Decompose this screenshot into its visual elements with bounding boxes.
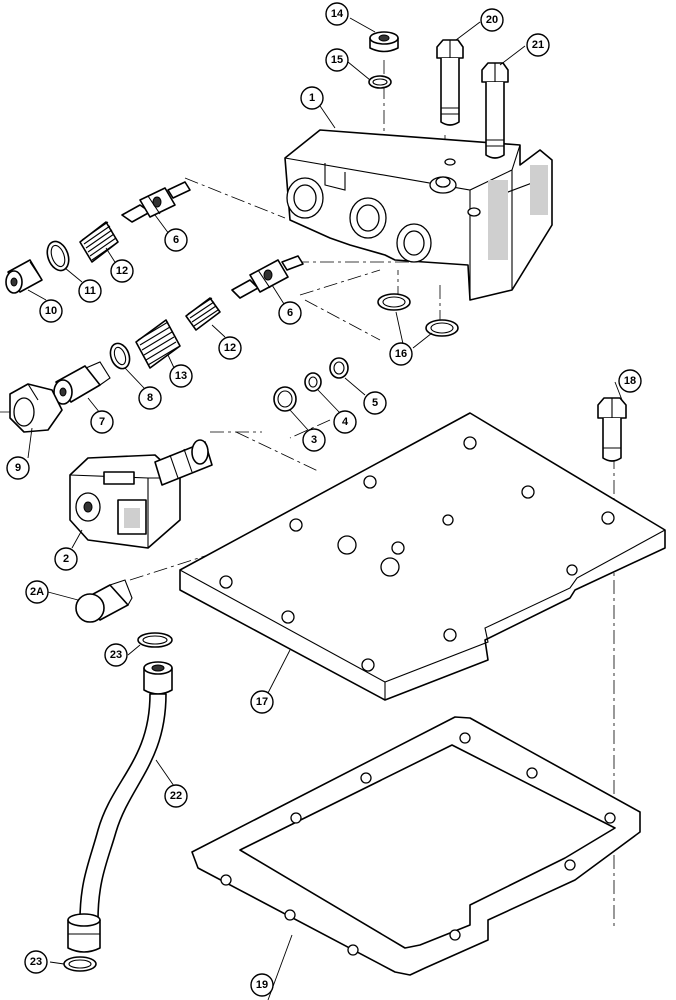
svg-text:4: 4 (342, 416, 349, 428)
svg-text:3: 3 (311, 434, 317, 446)
callout-9: 9 (6, 456, 30, 480)
svg-text:1: 1 (309, 92, 315, 104)
svg-text:6: 6 (173, 234, 179, 246)
callout-8: 8 (138, 386, 162, 410)
callout-23-lower: 23 (24, 950, 48, 974)
gasket-19 (191, 716, 641, 976)
solenoid-2 (69, 439, 213, 549)
callout-6-lower: 6 (278, 301, 302, 325)
plug-14 (369, 31, 399, 53)
svg-text:8: 8 (147, 392, 153, 404)
bolt-21 (481, 62, 509, 159)
callout-5: 5 (363, 391, 387, 415)
ring-4 (304, 372, 322, 392)
bolt-18 (597, 397, 627, 462)
spring-13 (135, 319, 181, 369)
callout-20: 20 (480, 8, 504, 32)
svg-text:23: 23 (110, 649, 122, 661)
svg-text:2: 2 (63, 553, 69, 565)
svg-text:22: 22 (170, 790, 182, 802)
plug-10 (5, 259, 43, 294)
check-valve-6-lower (231, 255, 304, 299)
callout-18: 18 (618, 369, 642, 393)
callout-6-upper: 6 (164, 228, 188, 252)
o-ring-23-lower (63, 956, 97, 972)
check-valve-6-upper (121, 181, 191, 223)
svg-text:6: 6 (287, 307, 293, 319)
callout-1: 1 (300, 86, 324, 110)
callout-2A: 2A (25, 580, 49, 604)
svg-text:12: 12 (224, 342, 236, 354)
leader-lines (27, 17, 623, 1000)
callout-4: 4 (333, 410, 357, 434)
callout-16: 16 (389, 342, 413, 366)
ring-3 (273, 386, 297, 412)
callout-13: 13 (169, 364, 193, 388)
svg-text:7: 7 (99, 416, 105, 428)
callout-11: 11 (78, 279, 102, 303)
ring-5 (329, 357, 349, 379)
callout-12-lower: 12 (218, 336, 242, 360)
callout-14: 14 (325, 2, 349, 26)
svg-text:12: 12 (116, 265, 128, 277)
svg-text:5: 5 (372, 397, 378, 409)
svg-text:9: 9 (15, 462, 21, 474)
svg-text:19: 19 (256, 979, 268, 991)
spring-12-upper (79, 221, 119, 263)
svg-text:16: 16 (395, 348, 407, 360)
callout-3: 3 (302, 428, 326, 452)
spring-12-lower (185, 297, 221, 331)
svg-text:20: 20 (486, 14, 498, 26)
svg-text:10: 10 (45, 305, 57, 317)
svg-text:2A: 2A (30, 586, 44, 598)
svg-text:13: 13 (175, 370, 187, 382)
svg-text:21: 21 (532, 39, 544, 51)
o-ring-23-upper (137, 632, 173, 648)
callout-7: 7 (90, 410, 114, 434)
svg-text:17: 17 (256, 696, 268, 708)
callout-12-upper: 12 (110, 259, 134, 283)
callout-10: 10 (39, 299, 63, 323)
svg-text:18: 18 (624, 375, 636, 387)
o-ring-8 (109, 342, 131, 370)
plug-2A (75, 579, 133, 623)
callout-17: 17 (250, 690, 274, 714)
o-ring-11 (46, 240, 70, 272)
svg-text:14: 14 (331, 8, 344, 20)
svg-text:15: 15 (331, 54, 343, 66)
tube-22 (67, 661, 173, 953)
bolt-20 (436, 39, 464, 126)
plate-17 (179, 412, 666, 701)
nut-9 (9, 383, 63, 433)
part-callouts: 14 20 21 15 1 6 12 11 10 6 16 12 13 8 7 (6, 2, 642, 997)
callout-23-upper: 23 (104, 643, 128, 667)
o-rings-16 (377, 293, 459, 337)
valve-block (284, 129, 553, 301)
fitting-7 (53, 361, 111, 405)
callout-22: 22 (164, 784, 188, 808)
callout-15: 15 (325, 48, 349, 72)
svg-text:23: 23 (30, 956, 42, 968)
callout-21: 21 (526, 33, 550, 57)
callout-19: 19 (250, 973, 274, 997)
svg-text:11: 11 (84, 285, 96, 297)
callout-2: 2 (54, 547, 78, 571)
o-ring-15 (368, 75, 392, 89)
